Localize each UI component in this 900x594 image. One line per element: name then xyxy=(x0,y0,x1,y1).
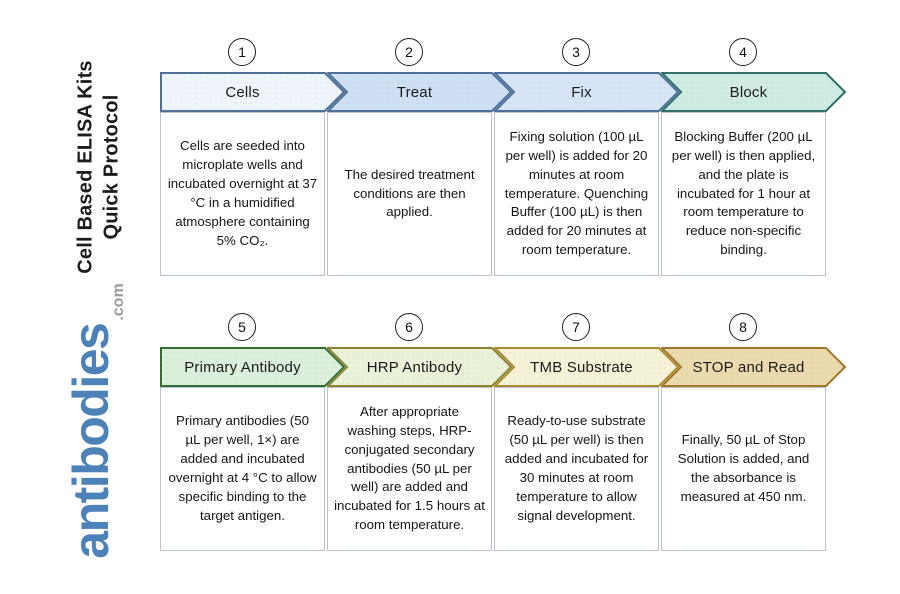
arrow-texture xyxy=(662,348,845,386)
step-7-number-badge: 7 xyxy=(562,313,590,341)
step-2-description-box: The desired treatment conditions are the… xyxy=(327,112,492,276)
step-2-label: Treat xyxy=(396,83,433,101)
step-4-number-badge: 4 xyxy=(729,38,757,66)
step-4-block: 4 Block Blocking Buffer (200 µL per well… xyxy=(661,38,848,278)
step-5-description: Primary antibodies (50 µL per well, 1×) … xyxy=(168,413,317,523)
step-8-stop-and-read: 8 STOP and Read Finally, 50 µL of Stop S… xyxy=(661,313,848,553)
diagram-title: Cell Based ELISA Kits Quick Protocol xyxy=(73,7,126,327)
step-1-description-box: Cells are seeded into microplate wells a… xyxy=(160,112,325,276)
step-1-description: Cells are seeded into microplate wells a… xyxy=(167,138,318,248)
step-8-label: STOP and Read xyxy=(692,358,805,376)
step-6-hrp-antibody: 6 HRP Antibody After appropriate washing… xyxy=(327,313,514,553)
arrow-texture xyxy=(662,73,845,111)
step-7-description-box: Ready-to-use substrate (50 µL per well) … xyxy=(494,387,659,551)
step-1-cells: 1 Cells Cells are seeded into microplate… xyxy=(160,38,347,278)
step-1-label: Cells xyxy=(225,83,260,101)
diagram-title-line2: Quick Protocol xyxy=(101,94,123,240)
step-5-description-box: Primary antibodies (50 µL per well, 1×) … xyxy=(160,387,325,551)
step-4-description: Blocking Buffer (200 µL per well) is the… xyxy=(671,128,816,258)
step-5-arrow xyxy=(160,347,346,387)
step-2-description: The desired treatment conditions are the… xyxy=(344,166,475,220)
step-7-description: Ready-to-use substrate (50 µL per well) … xyxy=(504,413,649,523)
step-2-number-badge: 2 xyxy=(395,38,423,66)
step-8-number-badge: 8 xyxy=(729,313,757,341)
step-number: 3 xyxy=(572,44,580,60)
arrow-texture xyxy=(161,348,344,386)
step-5-label: Primary Antibody xyxy=(184,358,301,376)
antibodies-logo: antibodies .com xyxy=(62,283,132,558)
logo-suffix: .com xyxy=(110,283,127,321)
step-6-description-box: After appropriate washing steps, HRP-con… xyxy=(327,387,492,551)
step-3-description: Fixing solution (100 µL per well) is add… xyxy=(504,128,649,258)
step-number: 2 xyxy=(405,44,413,60)
step-4-arrow xyxy=(661,72,847,112)
arrow-texture xyxy=(161,73,344,111)
step-3-number-badge: 3 xyxy=(562,38,590,66)
step-6-description: After appropriate washing steps, HRP-con… xyxy=(334,403,485,533)
step-number: 1 xyxy=(238,44,246,60)
step-7-arrow xyxy=(494,347,680,387)
step-7-tmb-substrate: 7 TMB Substrate Ready-to-use substrate (… xyxy=(494,313,681,553)
step-number: 5 xyxy=(238,319,246,335)
step-number: 4 xyxy=(739,44,747,60)
step-3-description-box: Fixing solution (100 µL per well) is add… xyxy=(494,112,659,276)
step-7-label: TMB Substrate xyxy=(530,358,633,376)
step-4-description-box: Blocking Buffer (200 µL per well) is the… xyxy=(661,112,826,276)
step-2-arrow xyxy=(327,72,513,112)
step-number: 6 xyxy=(405,319,413,335)
arrow-texture xyxy=(328,73,511,111)
arrow-texture xyxy=(495,73,678,111)
step-1-arrow xyxy=(160,72,346,112)
step-number: 8 xyxy=(739,319,747,335)
step-3-arrow xyxy=(494,72,680,112)
step-8-description-box: Finally, 50 µL of Stop Solution is added… xyxy=(661,387,826,551)
logo-wordmark: antibodies xyxy=(63,323,119,559)
step-8-description: Finally, 50 µL of Stop Solution is added… xyxy=(677,432,810,504)
step-8-arrow xyxy=(661,347,847,387)
step-3-label: Fix xyxy=(571,83,592,101)
step-6-arrow xyxy=(327,347,513,387)
step-6-number-badge: 6 xyxy=(395,313,423,341)
step-3-fix: 3 Fix Fixing solution (100 µL per well) … xyxy=(494,38,681,278)
step-5-primary-antibody: 5 Primary Antibody Primary antibodies (5… xyxy=(160,313,347,553)
step-2-treat: 2 Treat The desired treatment conditions… xyxy=(327,38,514,278)
step-6-label: HRP Antibody xyxy=(366,358,463,376)
step-1-number-badge: 1 xyxy=(228,38,256,66)
diagram-title-line1: Cell Based ELISA Kits xyxy=(74,60,97,274)
step-number: 7 xyxy=(572,319,580,335)
arrow-texture xyxy=(495,348,678,386)
step-5-number-badge: 5 xyxy=(228,313,256,341)
step-4-label: Block xyxy=(729,83,768,101)
arrow-texture xyxy=(328,348,511,386)
